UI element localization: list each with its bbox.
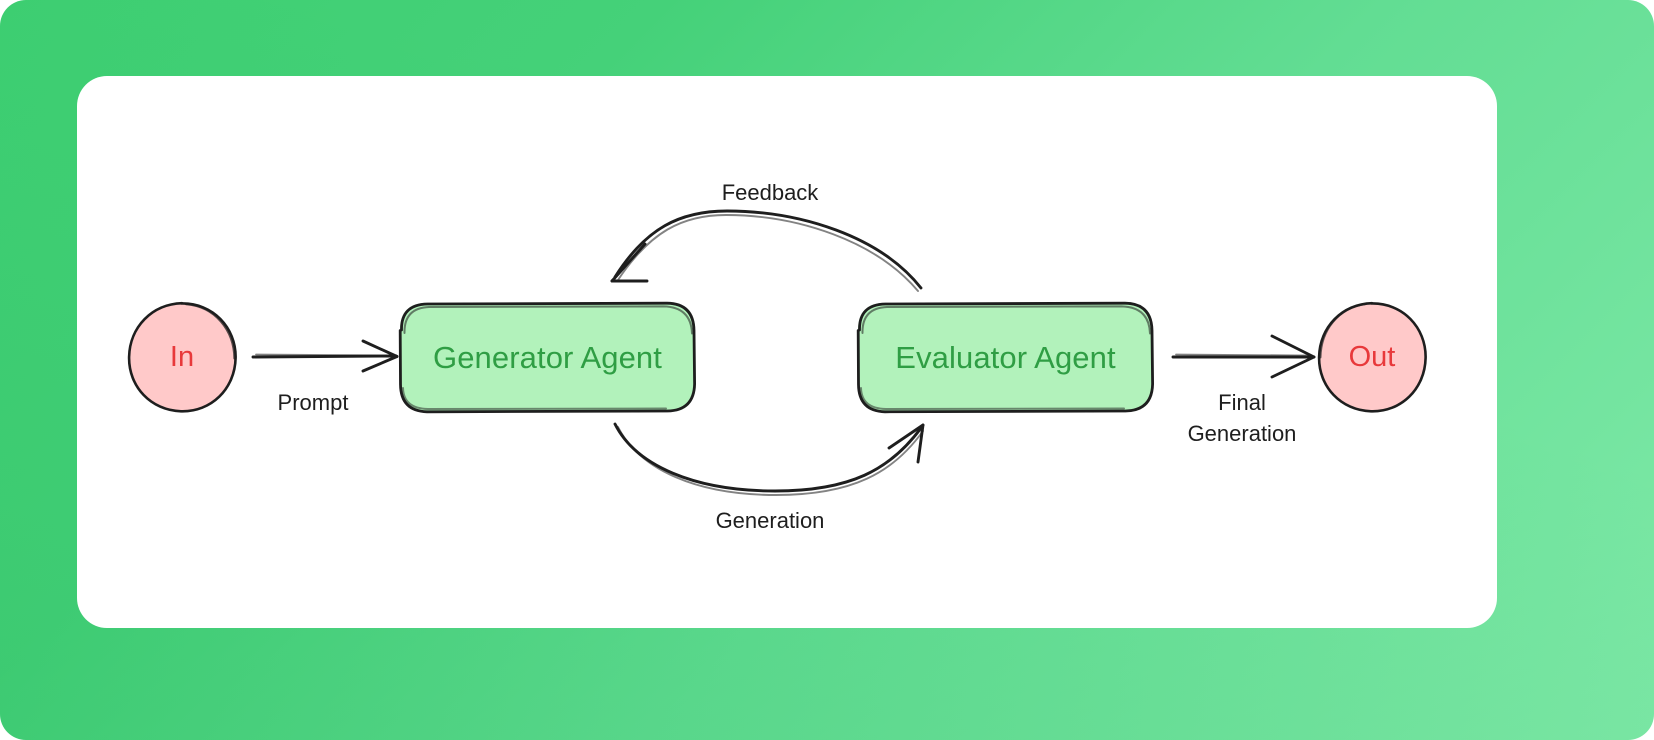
node-generator-shape[interactable] (398, 301, 696, 414)
node-out-shape[interactable] (1317, 301, 1427, 413)
node-evaluator-shape[interactable] (856, 301, 1154, 414)
edge-final-generation-arrow[interactable] (1171, 334, 1316, 379)
diagram-white-card (77, 76, 1497, 628)
edge-prompt-arrow[interactable] (251, 339, 399, 373)
edge-feedback-arrow[interactable] (610, 209, 923, 292)
node-in-shape[interactable] (127, 301, 237, 413)
edge-generation-arrow[interactable] (613, 422, 925, 496)
